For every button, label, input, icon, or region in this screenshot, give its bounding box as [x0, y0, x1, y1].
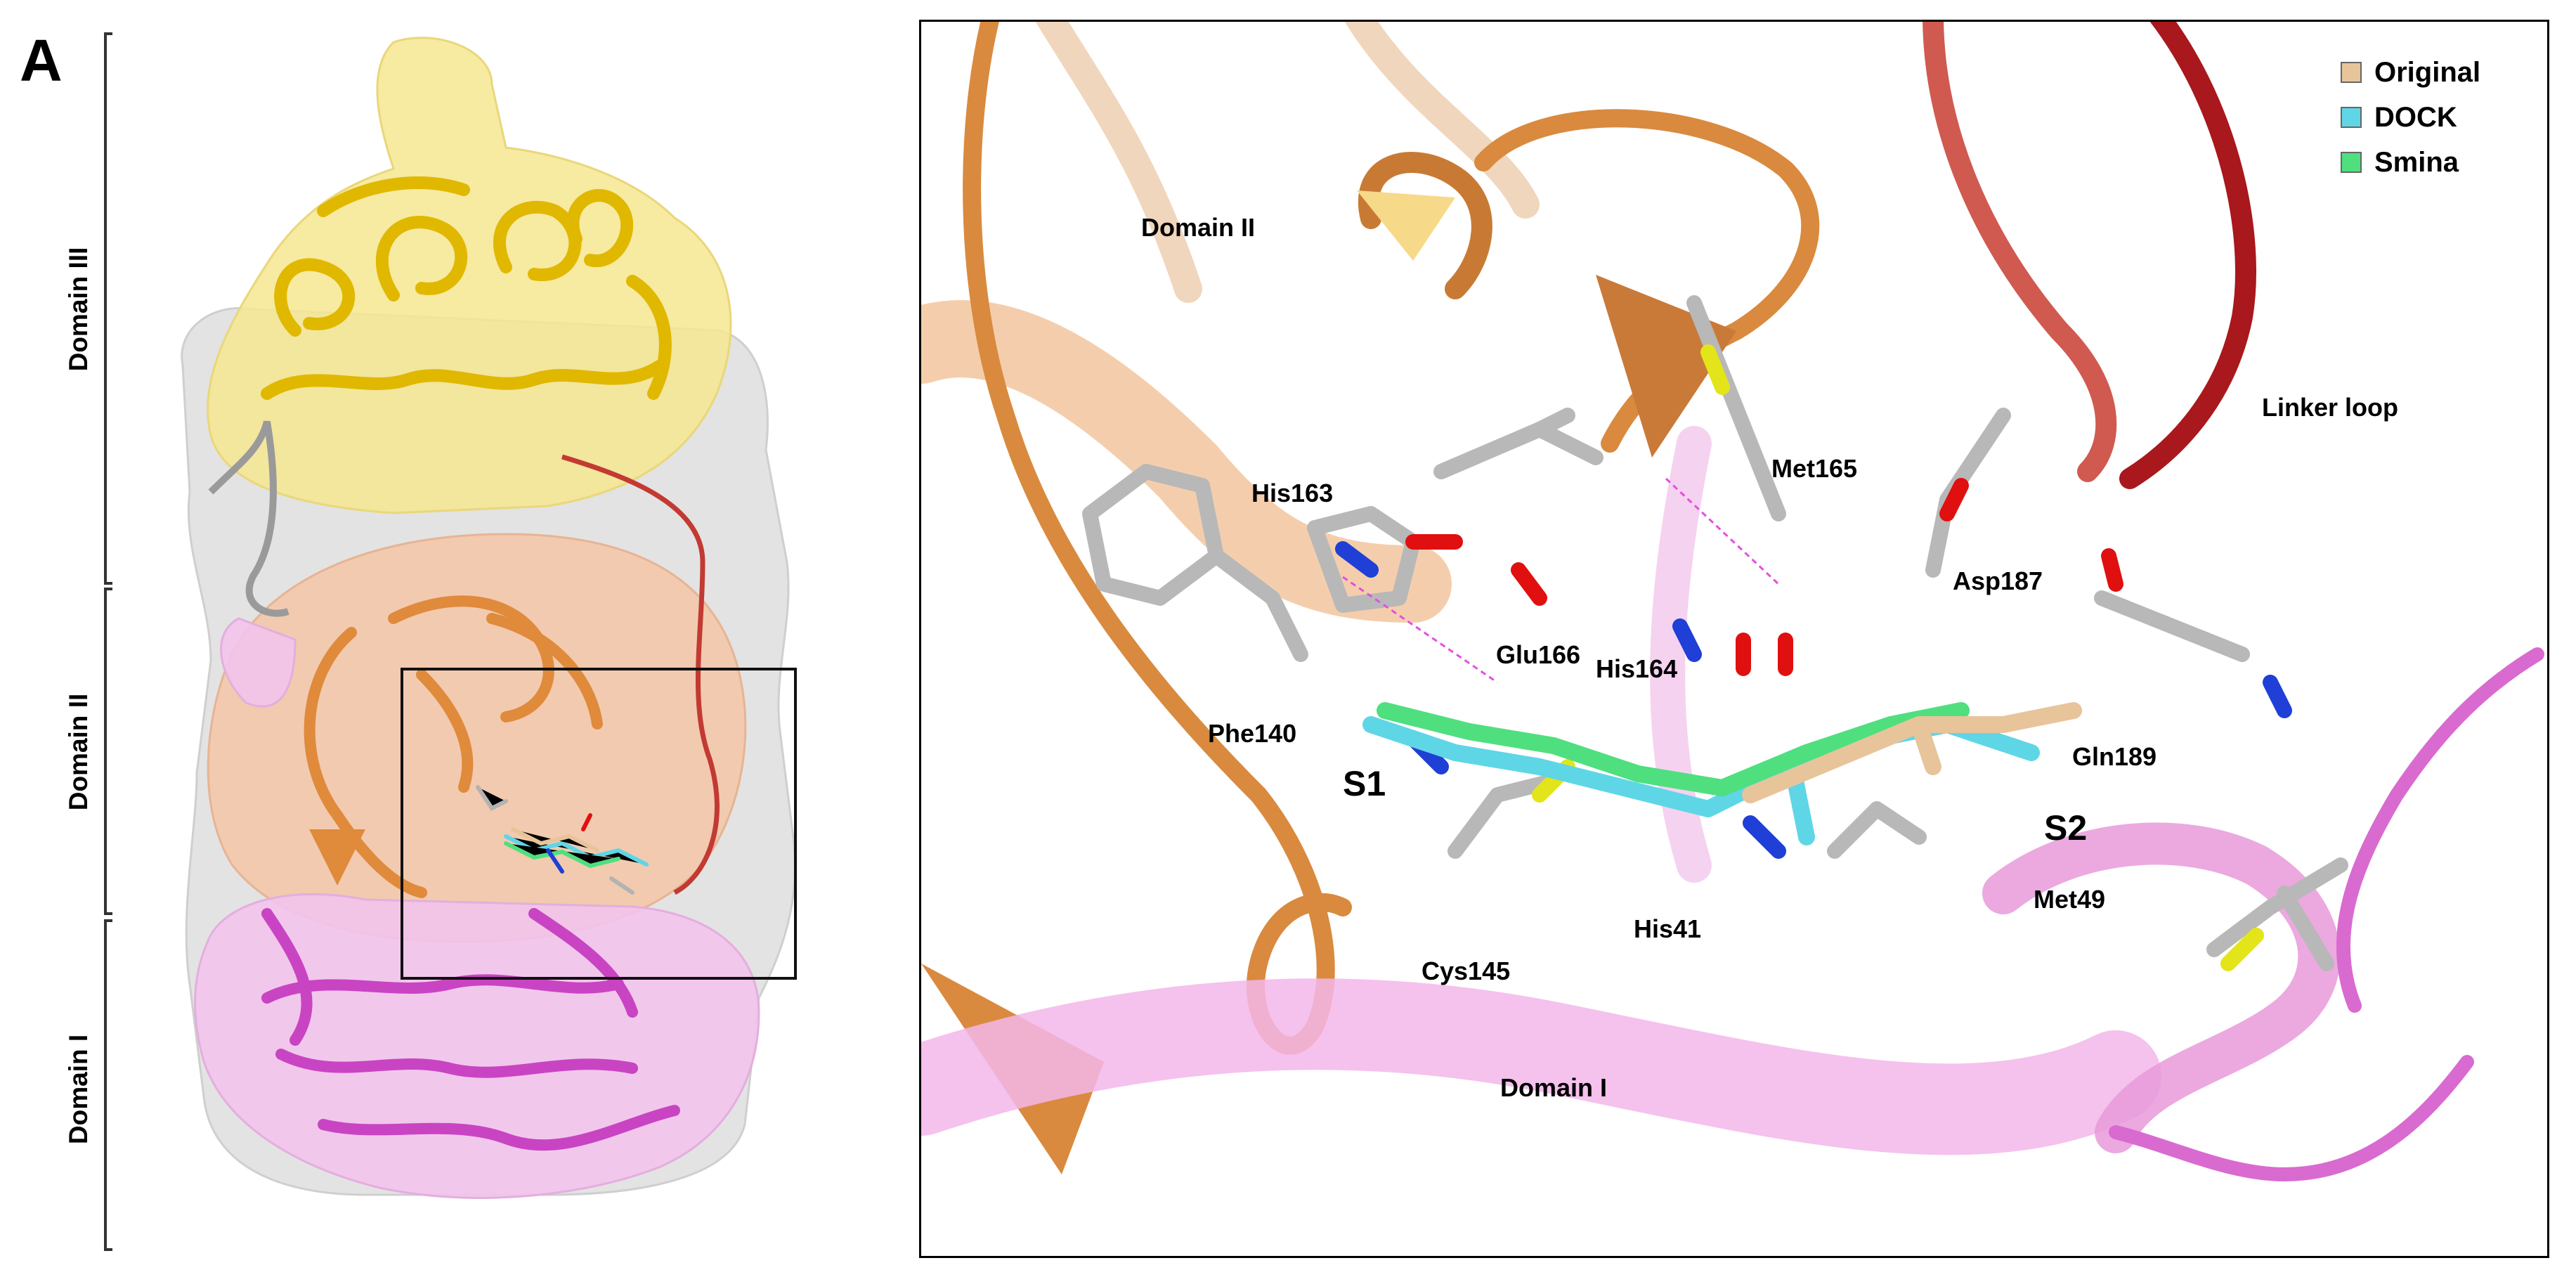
- label-his163: His163: [1251, 479, 1334, 507]
- bracket-domain-i: [104, 919, 112, 1251]
- linker-loop-ribbon: [561, 454, 720, 895]
- label-gln189: Gln189: [2072, 742, 2157, 771]
- label-glu166: Glu166: [1496, 640, 1581, 669]
- domain-ii-ribbons: [304, 595, 603, 898]
- domain-ii-background-ribbons: [921, 22, 1540, 623]
- domain-ii-arrow: [309, 829, 365, 886]
- connector-loop: [208, 420, 290, 617]
- oxygen-atoms: [1405, 478, 2123, 676]
- legend-label-original: Original: [2374, 56, 2481, 88]
- label-domain-ii-closeup: Domain II: [1141, 213, 1256, 242]
- label-domain-i: Domain I: [64, 1034, 93, 1145]
- domain-ii-surface: [207, 533, 747, 943]
- label-domain-iii: Domain III: [64, 247, 93, 372]
- linker-loop-tube: [1923, 22, 2117, 482]
- legend-label-dock: DOCK: [2374, 101, 2457, 133]
- label-linker-loop: Linker loop: [2262, 393, 2399, 422]
- legend: Original DOCK Smina: [2341, 50, 2480, 185]
- ligand-original: [1742, 702, 2082, 803]
- hydrogen-bonds: [1342, 477, 1780, 684]
- panel-b-structure: [921, 22, 2544, 1182]
- bracket-domain-iii: [104, 32, 112, 585]
- ligand-cluster-overview: [476, 785, 649, 895]
- legend-item-original: Original: [2341, 50, 2480, 95]
- panel-a-letter: A: [20, 27, 63, 93]
- legend-item-dock: DOCK: [2341, 95, 2480, 140]
- domain-i-ribbons-closeup: [921, 426, 2544, 1182]
- inset-box: [401, 668, 797, 980]
- legend-label-smina: Smina: [2374, 146, 2459, 178]
- bracket-domain-ii: [104, 588, 112, 915]
- label-domain-i-closeup: Domain I: [1500, 1073, 1608, 1102]
- label-his41: His41: [1634, 914, 1702, 943]
- label-site-s1: S1: [1343, 764, 1386, 803]
- legend-swatch-original: [2341, 62, 2362, 83]
- label-met165: Met165: [1771, 454, 1858, 483]
- ligand-smina: [1377, 702, 1970, 796]
- legend-item-smina: Smina: [2341, 140, 2480, 185]
- domain-iii-surface: [207, 37, 732, 514]
- domain-ii-tube-upper: [1358, 152, 1492, 299]
- panel-b-closeup: His163 Met165 Asp187 Glu166 His164 Phe14…: [919, 20, 2549, 1258]
- legend-swatch-dock: [2341, 107, 2362, 128]
- label-domain-ii: Domain II: [64, 693, 93, 811]
- domain-iii-ribbons: [261, 176, 672, 400]
- domain-brackets: [104, 32, 112, 1251]
- panel-a-structure: [104, 32, 797, 1251]
- legend-swatch-smina: [2341, 152, 2362, 173]
- domain-i-ribbons: [261, 908, 680, 1151]
- linker-loop-tube-dark: [2119, 22, 2256, 489]
- domain-ii-arrow-yellow: [1357, 190, 1455, 261]
- label-cys145: Cys145: [1422, 957, 1511, 985]
- label-met49: Met49: [2034, 885, 2106, 914]
- domain-i-lower-lobe: [220, 617, 297, 708]
- label-asp187: Asp187: [1953, 566, 2043, 595]
- label-phe140: Phe140: [1208, 719, 1297, 748]
- label-his164: His164: [1596, 654, 1678, 683]
- label-site-s2: S2: [2044, 808, 2088, 848]
